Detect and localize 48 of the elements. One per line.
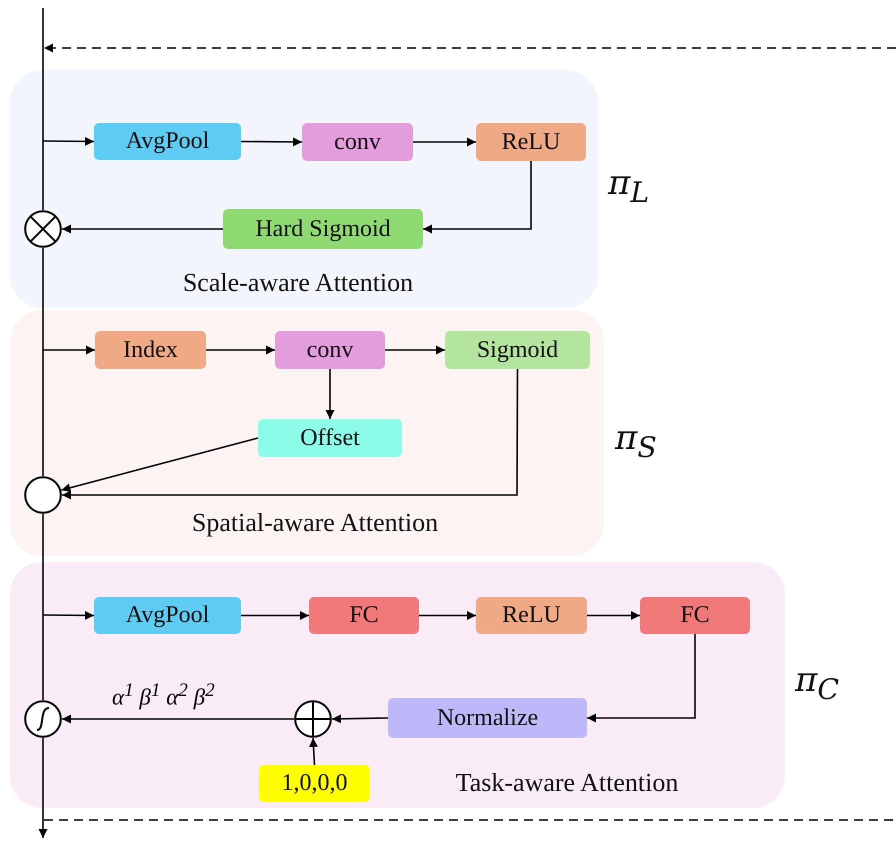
layer-box: AvgPool <box>94 597 241 634</box>
layer-box: conv <box>275 331 385 369</box>
layer-box: Normalize <box>388 698 587 738</box>
arrow <box>241 137 302 146</box>
layer-box: 1,0,0,0 <box>259 765 370 802</box>
arrow <box>43 610 94 620</box>
sigmoid-operator <box>24 700 62 738</box>
attention-panel <box>10 310 604 556</box>
arrow <box>241 611 309 620</box>
layer-box: FC <box>640 597 750 634</box>
layer-box: Sigmoid <box>445 331 590 369</box>
arrow <box>332 714 388 724</box>
layer-box: ReLU <box>476 597 587 634</box>
arrow <box>62 224 223 234</box>
attention-symbol: π$_{S}$ <box>615 418 657 464</box>
layer-box: conv <box>302 123 413 161</box>
arrow <box>587 611 640 620</box>
arrow <box>309 738 318 766</box>
multiply-operator <box>24 210 62 248</box>
layer-box: Index <box>95 331 206 369</box>
panel-title: Task-aware Attention <box>456 768 678 798</box>
attention-symbol: π$_{C}$ <box>795 660 840 706</box>
arrow <box>419 611 476 620</box>
arrow <box>43 136 94 146</box>
arrow <box>587 634 696 722</box>
attention-panel <box>10 562 785 808</box>
arrow <box>413 138 476 146</box>
layer-box: ReLU <box>476 123 586 161</box>
attention-symbol: π$_{L}$ <box>608 163 650 209</box>
layer-box: AvgPool <box>94 123 241 160</box>
arrow <box>62 369 518 500</box>
arrow <box>423 161 532 234</box>
arrow <box>206 346 275 354</box>
panel-title: Spatial-aware Attention <box>192 508 438 538</box>
arrow <box>38 738 48 838</box>
add-operator <box>294 700 332 738</box>
arrow <box>61 437 258 492</box>
layer-box: Offset <box>258 419 402 457</box>
arrow <box>43 346 95 354</box>
attention-panel <box>10 70 598 308</box>
layer-box: Hard Sigmoid <box>223 209 423 249</box>
layer-box: FC <box>309 597 419 634</box>
panel-title: Scale-aware Attention <box>182 268 414 298</box>
operator-circle <box>24 476 62 514</box>
arrow <box>326 369 334 419</box>
arrow <box>385 346 445 354</box>
arrow <box>62 714 294 724</box>
edge-label: α$^{1}$ β$^{1}$ α$^{2}$ β$^{2}$ <box>112 680 215 711</box>
